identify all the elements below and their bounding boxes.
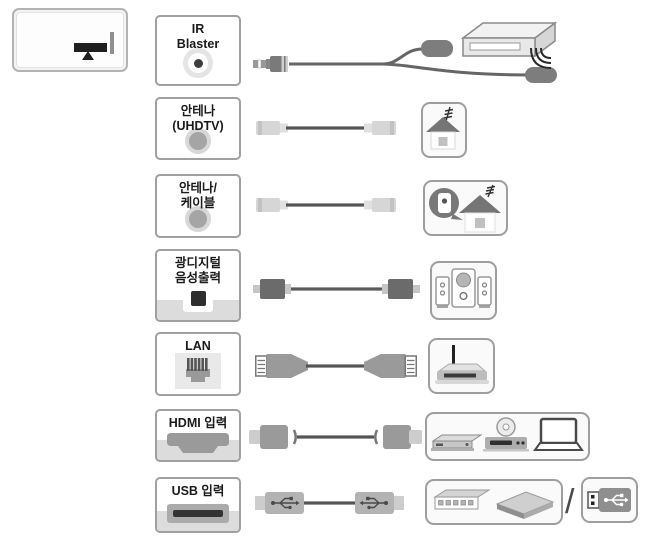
external-hdd-icon <box>495 491 555 519</box>
cable-service-bubble-icon <box>429 188 463 220</box>
port-label: USB 입력 <box>171 484 225 498</box>
rf-antenna-port-icon <box>185 206 211 232</box>
usb-flash-drive-icon <box>587 488 631 512</box>
antenna-icon <box>443 106 454 122</box>
tv-icon <box>12 8 128 72</box>
usb-alternative-separator: / <box>565 483 575 521</box>
speaker-system-icon <box>435 268 492 308</box>
tv-stand-bar <box>74 43 107 52</box>
tv-screen <box>16 12 124 68</box>
laptop-icon <box>533 417 584 451</box>
antenna-icon <box>485 184 496 198</box>
ethernet-cable-icon <box>255 354 417 378</box>
port-label: HDMI 입력 <box>168 416 228 430</box>
house-with-antenna-card <box>421 102 467 158</box>
port-card-hdmi: HDMI 입력 <box>155 409 241 462</box>
dvd-player-icon <box>483 417 529 452</box>
coaxial-cable-icon <box>256 121 396 135</box>
port-card-antenna-uhdtv: 안테나(UHDTV) <box>155 97 241 160</box>
ethernet-port-icon <box>175 353 221 389</box>
port-label: 안테나/케이블 <box>179 181 217 210</box>
usb-port-icon <box>167 504 229 523</box>
hdmi-port-icon <box>167 433 229 453</box>
ir-emitter-head-2 <box>525 67 557 83</box>
router-icon <box>435 345 489 384</box>
settop-slim-box-icon <box>431 434 483 451</box>
tv-stand-triangle <box>82 51 94 60</box>
av-devices-card <box>425 412 590 461</box>
port-card-usb: USB 입력 <box>155 477 241 533</box>
ir-signal-waves-icon <box>530 47 552 69</box>
optical-audio-port-icon <box>183 285 213 312</box>
house-with-antenna-icon <box>426 106 460 150</box>
usb-plug-left <box>255 492 304 514</box>
port-card-antenna-cable: 안테나/케이블 <box>155 174 241 238</box>
ir-blaster-cable-icon <box>253 40 557 83</box>
cable-broadcast-house-card <box>423 180 508 236</box>
usb-flash-card <box>581 477 638 523</box>
port-label: LAN <box>185 339 211 353</box>
settop-box-icon <box>460 21 558 69</box>
usb-cable-icon <box>255 492 404 514</box>
ir-emitter-head-1 <box>421 40 453 57</box>
port-card-lan: LAN <box>155 332 241 396</box>
usb-plug-right <box>355 492 404 514</box>
optical-cable-icon <box>253 279 420 299</box>
cable-broadcast-house-icon <box>429 184 501 233</box>
port-label: 안테나(UHDTV) <box>172 104 224 133</box>
usb-hub-icon <box>433 489 491 510</box>
av-devices-icon <box>431 417 584 452</box>
speaker-system-card <box>430 261 497 320</box>
rf-antenna-port-icon <box>185 128 211 154</box>
tv-panel-bar <box>110 32 114 54</box>
usb-storage-card <box>425 479 563 525</box>
ir-blaster-jack-port-icon <box>183 48 213 78</box>
coaxial-cable-icon <box>256 198 396 212</box>
router-card <box>428 338 495 394</box>
usb-hub-and-hdd-icon <box>433 489 555 519</box>
hdmi-cable-icon <box>249 425 422 449</box>
